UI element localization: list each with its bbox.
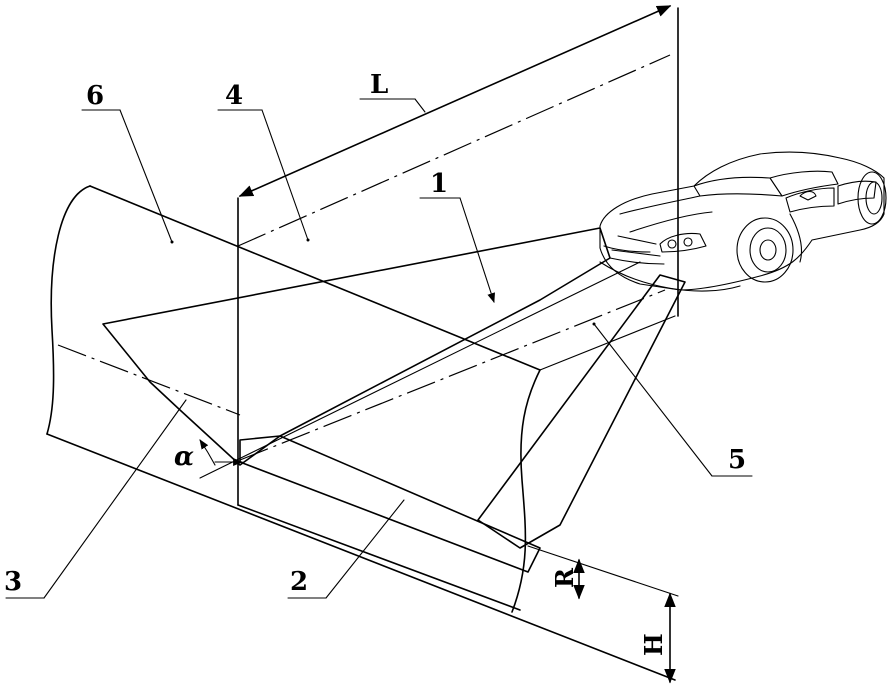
angle-alpha: α bbox=[174, 439, 243, 472]
beam-strip-hatched bbox=[239, 435, 541, 573]
label-2: 2 bbox=[290, 567, 308, 597]
callout-6: 6 bbox=[81, 81, 174, 244]
callout-3: 3 bbox=[4, 399, 187, 599]
dimension-L: L bbox=[238, 5, 672, 197]
label-5: 5 bbox=[728, 445, 746, 475]
screen-plane bbox=[46, 185, 676, 681]
callout-5: 5 bbox=[592, 322, 753, 477]
label-R: R bbox=[550, 567, 579, 588]
axis-lines bbox=[57, 54, 671, 479]
car-icon bbox=[599, 151, 887, 292]
label-alpha: α bbox=[174, 442, 194, 472]
label-1: 1 bbox=[430, 169, 448, 199]
beam-upper-hatched bbox=[102, 227, 611, 466]
callout-2: 2 bbox=[287, 499, 405, 599]
label-3: 3 bbox=[4, 567, 22, 597]
ground-reference bbox=[237, 7, 679, 611]
dimension-H: H bbox=[639, 592, 676, 684]
label-6: 6 bbox=[86, 81, 104, 111]
label-L: L bbox=[370, 70, 388, 100]
label-H: H bbox=[639, 633, 668, 656]
callout-4: 4 bbox=[217, 81, 310, 242]
dimension-R: R bbox=[527, 545, 679, 600]
label-4: 4 bbox=[225, 81, 243, 111]
callout-1: 1 bbox=[419, 169, 495, 303]
beam-lower-hatched bbox=[477, 274, 686, 549]
